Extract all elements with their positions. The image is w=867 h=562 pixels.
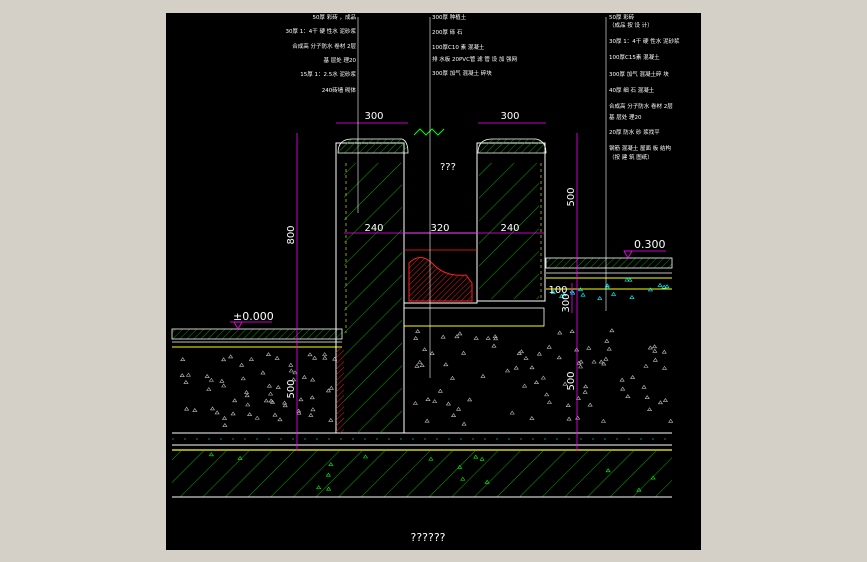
svg-text:30厚 1：4干 硬 性水 泥砂浆: 30厚 1：4干 硬 性水 泥砂浆 (286, 27, 357, 35)
section-drawing: 50厚 彩砖 ，成品 30厚 1：4干 硬 性水 泥砂浆 合成高 分子防水 卷材… (171, 13, 680, 544)
svg-text:320: 320 (430, 223, 449, 234)
svg-text:500: 500 (286, 379, 297, 398)
svg-text:50厚 彩砖: 50厚 彩砖 (609, 13, 635, 21)
level-marker-right: 0.300 (623, 238, 666, 259)
svg-text:300: 300 (364, 111, 383, 122)
svg-text:30厚 1：4干 硬 性水 泥砂浆: 30厚 1：4干 硬 性水 泥砂浆 (609, 37, 680, 45)
dimension-lines (296, 122, 578, 451)
svg-text:合成高 分子防水 卷材 2层: 合成高 分子防水 卷材 2层 (292, 42, 356, 50)
notes-mid: 300厚 种植土 200厚 砾 石 100厚C10 素 混凝土 排 水板 20P… (432, 13, 518, 77)
svg-text:240: 240 (364, 223, 383, 234)
center-label: ??? (440, 162, 456, 173)
svg-text:300厚 加气 混凝土 碎块: 300厚 加气 混凝土 碎块 (432, 69, 492, 77)
notes-left: 50厚 彩砖 ，成品 30厚 1：4干 硬 性水 泥砂浆 合成高 分子防水 卷材… (286, 13, 357, 94)
svg-text:40厚 细 石 混凝土: 40厚 细 石 混凝土 (609, 86, 655, 94)
left-wall (335, 138, 409, 434)
svg-text:排 水板 20PVC管 滤 管 设 加 强网: 排 水板 20PVC管 滤 管 设 加 强网 (432, 55, 518, 63)
svg-text:800: 800 (286, 225, 297, 244)
cad-viewport: 50厚 彩砖 ，成品 30厚 1：4干 硬 性水 泥砂浆 合成高 分子防水 卷材… (166, 13, 701, 550)
left-paving (171, 328, 343, 348)
svg-text:100厚C10 素 混凝土: 100厚C10 素 混凝土 (432, 43, 485, 51)
svg-text:钢筋 混凝土 屋面 板 结构: 钢筋 混凝土 屋面 板 结构 (609, 144, 671, 152)
svg-text:±0.000: ±0.000 (233, 310, 274, 323)
svg-text:500: 500 (566, 187, 577, 206)
right-paving (545, 257, 673, 290)
right-wall (476, 138, 547, 302)
notes-right: 50厚 彩砖 （成品 按 设 计） 30厚 1：4干 硬 性水 泥砂浆 100厚… (609, 13, 680, 161)
svg-text:100厚C15素 混凝土: 100厚C15素 混凝土 (609, 53, 660, 61)
svg-text:（按 建 筑 图纸）: （按 建 筑 图纸） (609, 153, 653, 161)
svg-text:240砖墙 砌体: 240砖墙 砌体 (322, 86, 357, 94)
svg-text:0.300: 0.300 (634, 238, 666, 251)
svg-text:300厚 加气 混凝土碎 块: 300厚 加气 混凝土碎 块 (609, 70, 669, 78)
svg-text:基 层处 理20: 基 层处 理20 (324, 56, 357, 64)
svg-text:合成高 分子防水 卷材 2层: 合成高 分子防水 卷材 2层 (609, 102, 673, 110)
svg-text:20厚 防水 砂 浆找平: 20厚 防水 砂 浆找平 (609, 128, 660, 136)
svg-text:200厚 砾 石: 200厚 砾 石 (432, 28, 463, 36)
svg-text:50厚 彩砖 ，成品: 50厚 彩砖 ，成品 (313, 13, 357, 21)
svg-text:（成品 按 设 计）: （成品 按 设 计） (609, 21, 653, 29)
svg-text:240: 240 (500, 223, 519, 234)
drawing-title: ?????? (410, 531, 445, 544)
ground-layer (172, 432, 672, 498)
svg-text:500: 500 (566, 371, 577, 390)
svg-text:100: 100 (548, 285, 567, 296)
soil-speckles (179, 277, 674, 492)
svg-text:15厚 1：2.5水 泥砂浆: 15厚 1：2.5水 泥砂浆 (300, 70, 356, 78)
svg-text:300厚 种植土: 300厚 种植土 (432, 13, 467, 21)
svg-text:基 层处 理20: 基 层处 理20 (609, 113, 642, 121)
svg-text:300: 300 (561, 293, 572, 312)
svg-text:300: 300 (500, 111, 519, 122)
leader-lines (357, 17, 607, 378)
dimension-texts: 300 300 240 320 240 800 500 300 500 500 … (286, 111, 577, 399)
level-marker-left: ±0.000 (230, 310, 274, 330)
